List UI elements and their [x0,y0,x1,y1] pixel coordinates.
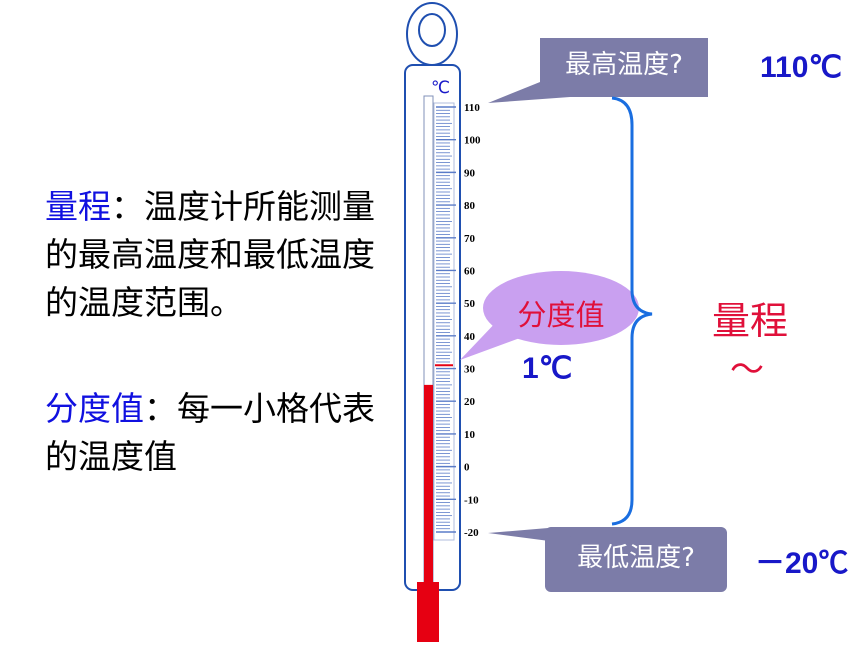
division-term: 分度值 [45,389,144,428]
division-bubble-label: 分度值 [517,298,605,332]
tick-label: 30 [464,364,476,376]
scale-strip [433,102,455,541]
tick-label: -20 [464,527,479,539]
tick-label: 110 [464,102,480,114]
min-temperature-value: －20℃ [755,547,849,580]
thermometer-bulb [417,582,439,642]
range-definition-text: 温度计所能测量的最高温度和最低温度的温度范围。 [45,187,375,322]
tick-label: 60 [464,265,476,277]
division-definition: 分度值：每一小格代表的温度值 [45,385,395,481]
range-definition: 量程：温度计所能测量的最高温度和最低温度的温度范围。 [45,183,395,327]
range-tilde: ～ [730,350,764,390]
tick-label: 0 [464,462,470,474]
division-definition-text: 每一小格代表的温度值 [45,389,375,476]
tick-label: 40 [464,331,476,343]
max-temperature-question: 最高温度? [565,50,683,80]
range-term: 量程 [45,187,111,226]
tick-label: 20 [464,396,476,408]
tick-label: 50 [464,298,476,310]
liquid-column [424,384,433,590]
max-temperature-value: 110℃ [760,51,843,84]
thermometer-ring [406,2,458,66]
tick-label: -10 [464,494,479,506]
division-value: 1℃ [522,352,573,385]
scale-ticks [436,106,456,533]
min-temperature-bubble [488,527,727,592]
tick-label: 10 [464,429,476,441]
unit-label: ℃ [431,78,451,98]
range-label: 量程 [712,299,789,343]
tick-label: 90 [464,167,476,179]
division-bubble [460,271,639,360]
range-brace [611,96,653,526]
tick-label: 80 [464,200,476,212]
tick-label: 70 [464,233,476,245]
min-temperature-question: 最低温度? [577,543,695,573]
max-temperature-bubble [488,38,708,103]
tick-label: 100 [464,135,481,147]
division-separator: ： [144,389,177,428]
range-separator: ： [111,187,144,226]
